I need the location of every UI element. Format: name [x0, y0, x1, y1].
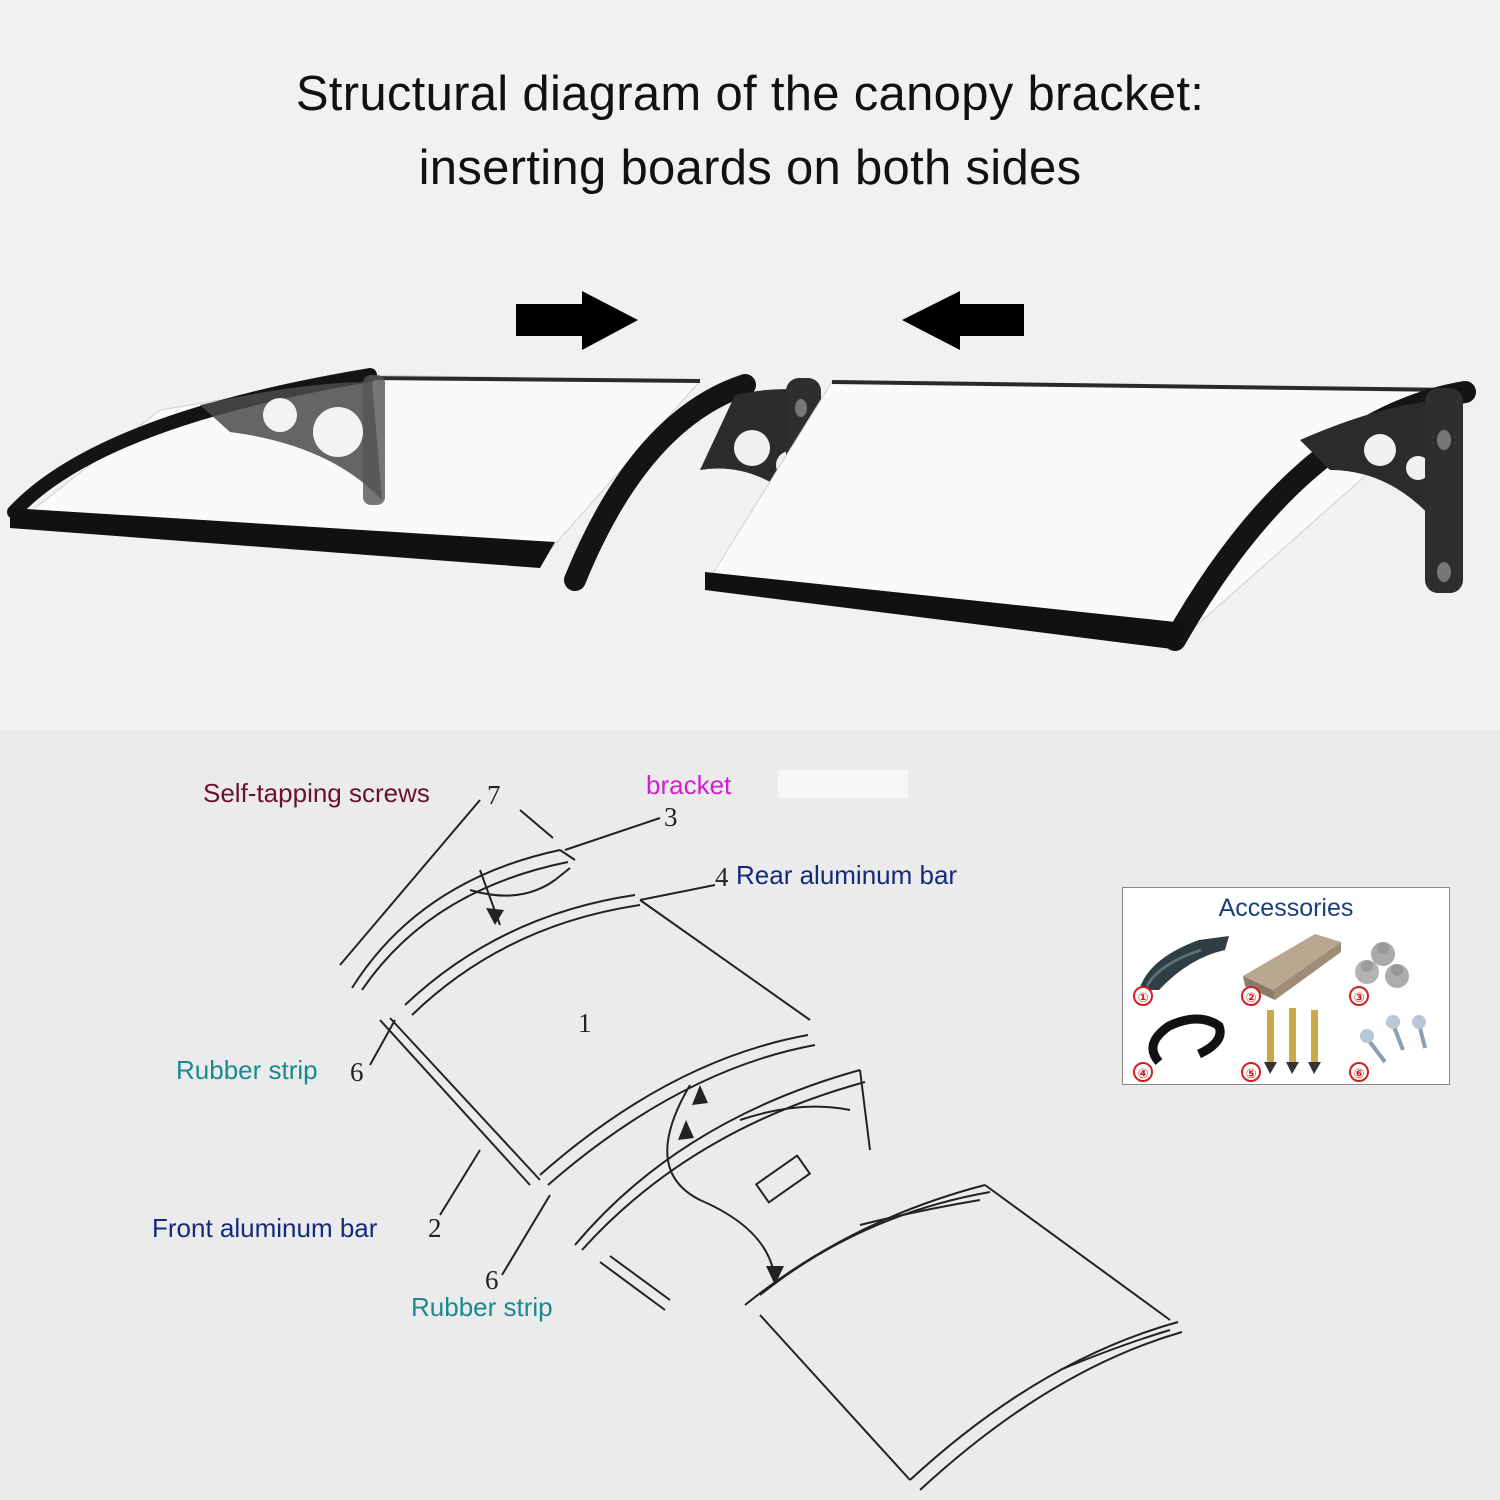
accessory-number-4: ④ [1133, 1062, 1153, 1082]
accessory-number-5: ⑤ [1241, 1062, 1261, 1082]
label-rubber-strip-lower: Rubber strip [411, 1292, 553, 1322]
accessory-6-self-tapping-screws: ⑥ [1345, 1004, 1449, 1082]
rubber-seal-icon [1148, 1014, 1225, 1065]
accessory-2-aluminum-bar: ② [1237, 928, 1341, 1006]
part-number-6-upper: 6 [350, 1057, 364, 1087]
canopy-photo-panel [0, 0, 1500, 730]
accessory-4-rubber-seal: ④ [1129, 1004, 1233, 1082]
label-rear-aluminum-bar: Rear aluminum bar [736, 860, 958, 890]
accessories-panel: Accessories ① ② ③ ④ [1122, 887, 1450, 1085]
accessory-number-3: ③ [1349, 986, 1369, 1006]
part-number-3: 3 [664, 802, 678, 832]
accessory-1-rubber-profile: ① [1129, 928, 1233, 1006]
accessory-5-expansion-bolts: ⑤ [1237, 1004, 1341, 1082]
accessory-number-6: ⑥ [1349, 1062, 1369, 1082]
blank-label-patch [778, 770, 908, 798]
label-bracket: bracket [646, 770, 732, 800]
rubber-profile-icon [1139, 936, 1229, 990]
exploded-diagram-panel [0, 730, 1500, 1500]
label-rubber-strip-upper: Rubber strip [176, 1055, 318, 1085]
label-front-aluminum-bar: Front aluminum bar [152, 1213, 378, 1243]
right-arrow-icon [516, 291, 638, 350]
label-self-tapping-screws: Self-tapping screws [203, 778, 430, 808]
right-canopy-panel [705, 380, 1476, 651]
canopy-assembly-illustration [7, 291, 1476, 651]
diagram-title-line2: inserting boards on both sides [418, 141, 1082, 195]
self-tapping-screws-icon [1360, 1015, 1427, 1064]
accessory-number-2: ② [1241, 986, 1261, 1006]
aluminum-bar-icon [1243, 934, 1341, 1000]
diagram-title-line1: Structural diagram of the canopy bracket… [295, 67, 1205, 121]
accessories-title: Accessories [1218, 894, 1354, 922]
left-canopy-panel [7, 368, 702, 568]
expansion-bolts-icon [1264, 1008, 1321, 1074]
part-number-7: 7 [487, 780, 501, 810]
accessory-3-screw-caps: ③ [1345, 928, 1449, 1006]
part-number-1: 1 [578, 1008, 592, 1038]
screw-caps-icon [1355, 942, 1409, 988]
part-number-4: 4 [715, 862, 729, 892]
left-arrow-icon [902, 291, 1024, 350]
part-number-2: 2 [428, 1213, 442, 1243]
accessory-number-1: ① [1133, 986, 1153, 1006]
part-number-6-lower: 6 [485, 1265, 499, 1295]
